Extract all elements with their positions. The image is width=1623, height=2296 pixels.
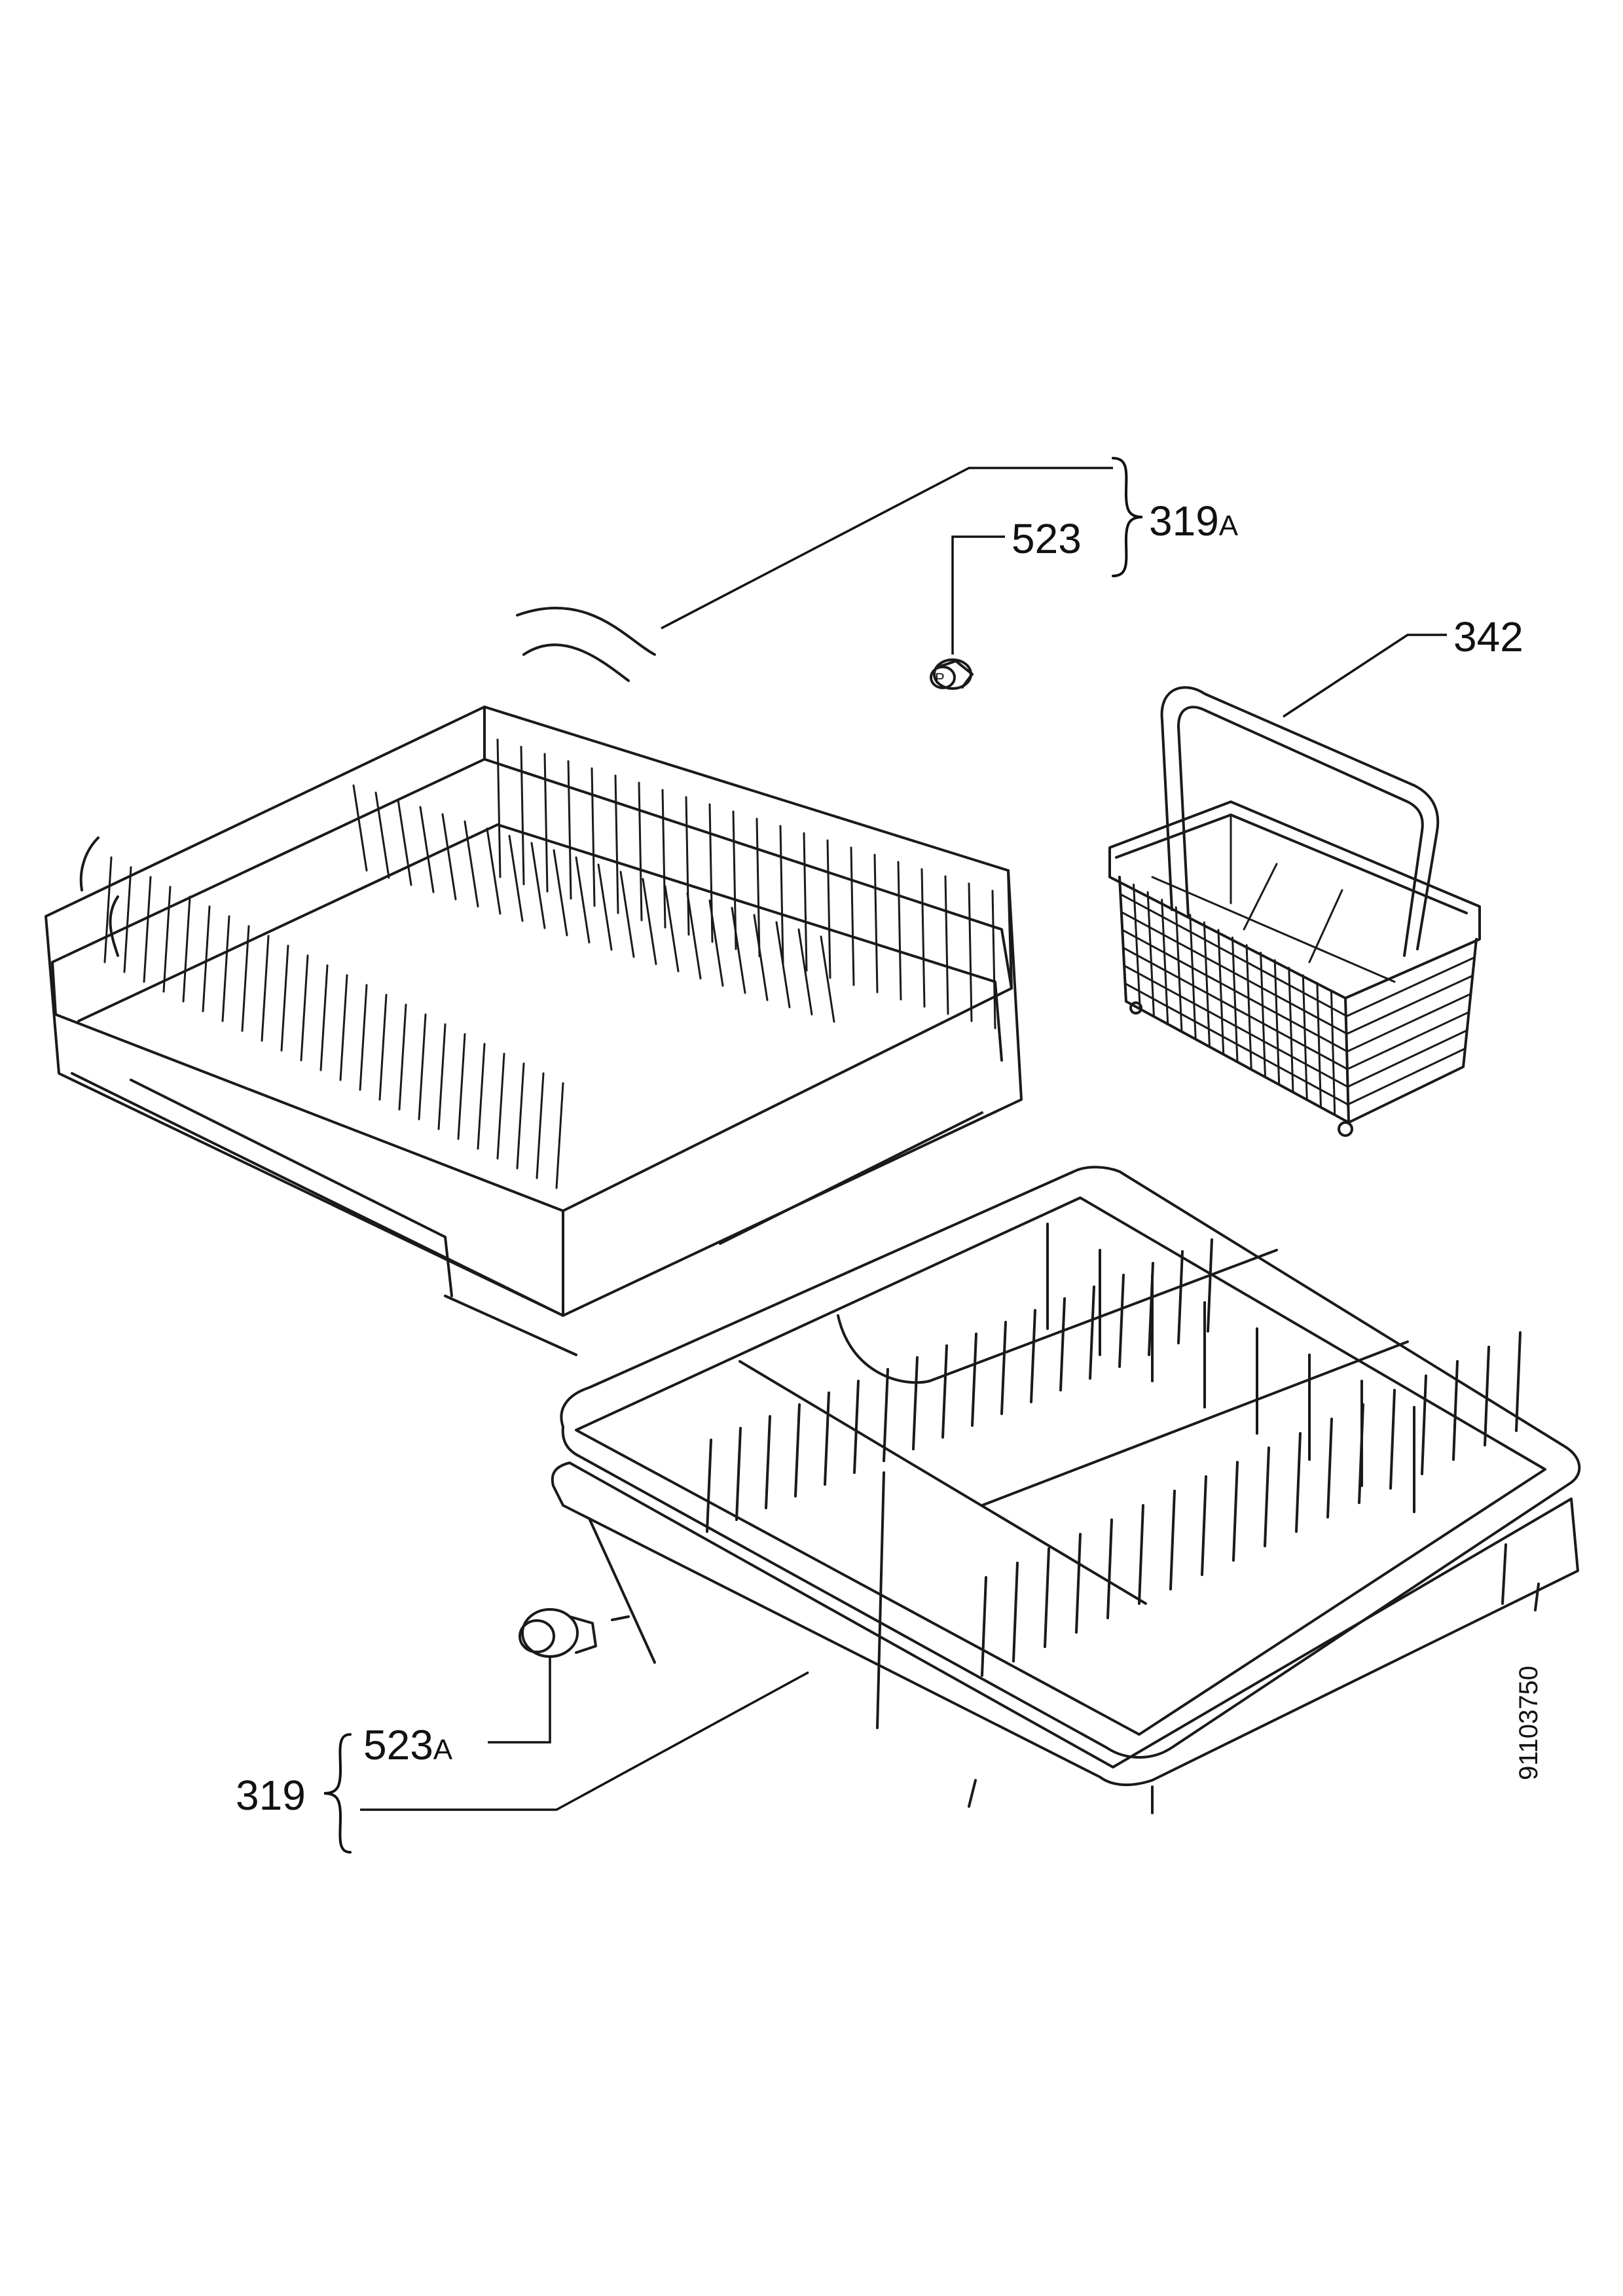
label-342: 342 (1453, 613, 1523, 660)
label-319a: 319A (1149, 497, 1239, 545)
leader-lines (360, 467, 1447, 1811)
cutlery-basket (1108, 686, 1481, 1137)
upper-dish-rack (45, 607, 1023, 1356)
label-523: 523 (1012, 515, 1082, 562)
lower-rack-wheel (519, 1608, 630, 1658)
brace-319 (323, 1733, 352, 1854)
lower-dish-rack (551, 1166, 1581, 1814)
label-523a: 523A (363, 1721, 453, 1768)
label-319: 319 (236, 1772, 306, 1819)
upper-rack-wheel: P (930, 658, 974, 690)
document-number: 91103750 (1514, 1666, 1543, 1780)
svg-text:P: P (935, 670, 945, 687)
brace-319a (1112, 457, 1143, 577)
